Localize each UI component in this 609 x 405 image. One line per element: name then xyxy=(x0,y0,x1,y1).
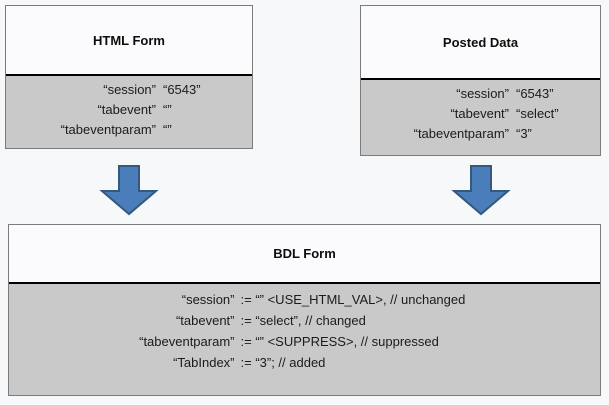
bdl-form-field-name: “TabIndex” xyxy=(173,355,235,370)
bdl-form-field-value: := “” <USE_HTML_VAL>, // unchanged xyxy=(240,292,466,307)
posted-data-key: “session” xyxy=(456,86,509,101)
bdl-form-field-value: := “select”, // changed xyxy=(240,313,366,328)
posted-data-header: Posted Data xyxy=(361,6,600,80)
posted-data-row: “session” “6543” xyxy=(361,84,600,104)
html-form-key: “session” xyxy=(103,82,156,97)
bdl-form-header: BDL Form xyxy=(9,225,600,284)
posted-data-row: “tabevent” “select” xyxy=(361,104,600,124)
html-form-row: “session” “6543” xyxy=(6,80,252,100)
arrow-posted-data-to-bdl xyxy=(451,164,511,216)
html-form-title: HTML Form xyxy=(93,32,165,48)
posted-data-body: “session” “6543” “tabevent” “select” “ta… xyxy=(361,80,600,155)
posted-data-value: “3” xyxy=(516,126,532,141)
bdl-form-title: BDL Form xyxy=(273,246,336,261)
bdl-form-field-name: “tabeventparam” xyxy=(139,334,235,349)
html-form-row: “tabevent” “” xyxy=(6,100,252,120)
bdl-form-body: “session” := “” <USE_HTML_VAL>, // uncha… xyxy=(9,284,600,395)
bdl-form-row: “session” := “” <USE_HTML_VAL>, // uncha… xyxy=(70,289,540,310)
posted-data-box: Posted Data “session” “6543” “tabevent” … xyxy=(360,5,601,156)
html-form-key: “tabeventparam” xyxy=(60,122,156,137)
html-form-row: “tabeventparam” “” xyxy=(6,120,252,140)
down-arrow-icon xyxy=(99,165,159,216)
bdl-form-field-value: := “3”; // added xyxy=(240,355,326,370)
bdl-form-field-value: := “” <SUPPRESS>, // suppressed xyxy=(240,334,439,349)
bdl-form-box: BDL Form “session” := “” <USE_HTML_VAL>,… xyxy=(8,224,601,396)
bdl-form-row: “tabeventparam” := “” <SUPPRESS>, // sup… xyxy=(70,331,540,352)
html-form-box: HTML Form “session” “6543” “tabevent” “”… xyxy=(5,5,253,149)
posted-data-value: “select” xyxy=(516,106,559,121)
html-form-key: “tabevent” xyxy=(97,102,156,117)
posted-data-title: Posted Data xyxy=(442,34,519,50)
arrow-html-form-to-bdl xyxy=(99,164,159,216)
html-form-value: “” xyxy=(163,102,172,117)
posted-data-key: “tabeventparam” xyxy=(413,126,509,141)
bdl-form-row: “tabevent” := “select”, // changed xyxy=(70,310,540,331)
bdl-form-field-name: “tabevent” xyxy=(175,313,235,328)
posted-data-key: “tabevent” xyxy=(450,106,509,121)
posted-data-value: “6543” xyxy=(516,86,554,101)
html-form-body: “session” “6543” “tabevent” “” “tabevent… xyxy=(6,76,252,148)
html-form-value: “” xyxy=(163,122,172,137)
bdl-form-row: “TabIndex” := “3”; // added xyxy=(70,352,540,373)
html-form-header: HTML Form xyxy=(6,6,252,76)
down-arrow-icon xyxy=(451,165,511,216)
html-form-value: “6543” xyxy=(163,82,201,97)
posted-data-row: “tabeventparam” “3” xyxy=(361,124,600,144)
bdl-form-field-name: “session” xyxy=(181,292,235,307)
